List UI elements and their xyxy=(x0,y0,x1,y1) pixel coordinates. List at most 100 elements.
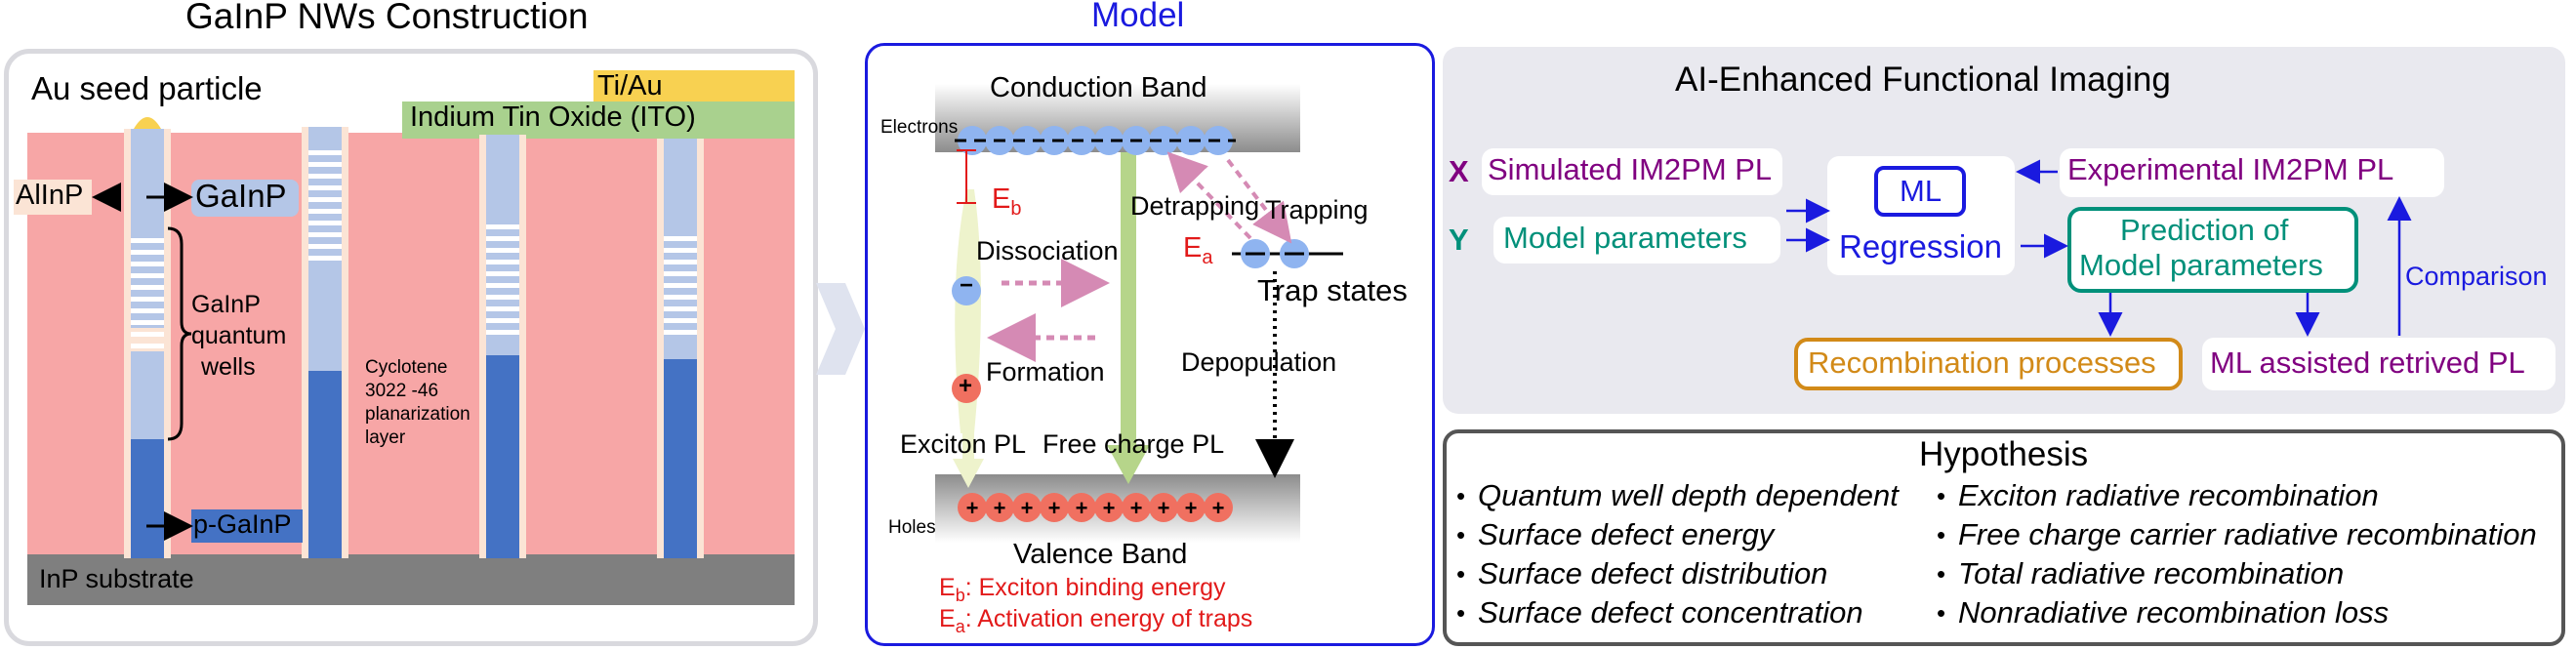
svg-text:+: + xyxy=(994,496,1006,520)
qw-label-line2: quantum xyxy=(191,322,287,349)
hyp-right-item: Total radiative recombination xyxy=(1937,556,2344,591)
gainp-label: GaInP xyxy=(195,178,287,214)
cyclotene-line1: Cyclotene xyxy=(365,357,448,378)
ml-assisted-box xyxy=(2202,338,2556,390)
ito-layer xyxy=(402,102,795,139)
svg-text:+: + xyxy=(1185,496,1198,520)
qw-label-line3: wells xyxy=(201,353,256,381)
cyclotene-line2: 3022 -46 xyxy=(365,381,439,401)
eb-legend: Eb: Exciton binding energy xyxy=(939,574,1226,606)
hyp-right-item: Free charge carrier radiative recombinat… xyxy=(1937,517,2537,552)
panel3-arrows xyxy=(1786,159,2412,337)
prediction-line2: Model parameters xyxy=(2079,248,2323,282)
eb-label: Eb xyxy=(992,183,1021,221)
flow-chevron-arrow xyxy=(816,283,865,375)
panel1-title: GaInP NWs Construction xyxy=(185,0,589,36)
ti-au-label: Ti/Au xyxy=(597,70,663,102)
ml-box xyxy=(1874,166,1966,217)
hyp-left-item: Surface defect energy xyxy=(1456,517,1774,552)
holes-row: + + + + + + + + + + xyxy=(958,493,1233,522)
qw-label-line1: GaInP xyxy=(191,291,261,318)
simulated-pl-label: Simulated IM2PM PL xyxy=(1488,152,1773,186)
free-charge-pl-label: Free charge PL xyxy=(1043,429,1225,459)
detrapping-label: Detrapping xyxy=(1130,191,1260,221)
prediction-line1: Prediction of xyxy=(2120,213,2289,247)
exciton-electron xyxy=(952,276,981,305)
cyclotene-line3: planarization xyxy=(365,404,470,425)
alinp-label: AlInP xyxy=(16,180,84,211)
svg-text:+: + xyxy=(966,496,979,520)
holes-label: Holes xyxy=(888,517,936,538)
electrons-label: Electrons xyxy=(880,117,959,138)
ea-sub: a xyxy=(1202,246,1213,268)
panel3-title: AI-Enhanced Functional Imaging xyxy=(1675,61,2171,99)
svg-text:+: + xyxy=(1076,496,1088,520)
trap-states-label: Trap states xyxy=(1257,273,1408,307)
eb-legend-main: E xyxy=(939,574,956,601)
free-charge-pl-arrow xyxy=(1107,152,1150,484)
nanowire-2 xyxy=(302,127,348,558)
eb-sub: b xyxy=(1010,197,1022,220)
cyclotene-line4: layer xyxy=(365,427,406,448)
svg-text:+: + xyxy=(1130,496,1143,520)
conduction-band-label: Conduction Band xyxy=(990,72,1207,103)
exciton-minus-sign: − xyxy=(960,272,974,299)
ea-legend-main: E xyxy=(939,605,956,632)
hyp-right-item: Nonradiative recombination loss xyxy=(1937,595,2389,630)
panel2-title: Model xyxy=(1091,0,1185,34)
panel4-title: Hypothesis xyxy=(1919,435,2089,473)
ml-label: ML xyxy=(1900,174,1942,208)
experimental-pl-label: Experimental IM2PM PL xyxy=(2067,152,2394,186)
comparison-label: Comparison xyxy=(2405,262,2548,291)
regression-label: Regression xyxy=(1839,228,2002,264)
ea-label: Ea xyxy=(1183,232,1212,269)
ea-main: E xyxy=(1183,232,1203,264)
recombination-box xyxy=(1794,338,2183,390)
p-gainp-label: p-GaInP xyxy=(193,509,292,539)
model-params-box xyxy=(1493,217,1780,264)
formation-label: Formation xyxy=(986,357,1105,386)
svg-text:+: + xyxy=(1158,496,1170,520)
exciton-column xyxy=(955,189,981,433)
svg-text:+: + xyxy=(1212,496,1225,520)
au-seed-label: Au seed particle xyxy=(31,70,263,106)
substrate-label: InP substrate xyxy=(39,564,194,593)
ea-legend-text: : Activation energy of traps xyxy=(964,605,1253,632)
ea-legend-sub: a xyxy=(955,617,965,636)
ml-assisted-label: ML assisted retrived PL xyxy=(2210,345,2525,380)
hyp-left-item: Surface defect distribution xyxy=(1456,556,1827,591)
exciton-pl-label: Exciton PL xyxy=(900,429,1027,459)
prediction-box xyxy=(2067,207,2358,293)
recombination-label: Recombination processes xyxy=(1808,345,2156,380)
gainp-label-bg xyxy=(191,180,299,217)
dissociation-label: Dissociation xyxy=(976,236,1119,265)
model-params-label: Model parameters xyxy=(1503,221,1747,255)
ea-legend: Ea: Activation energy of traps xyxy=(939,605,1252,637)
svg-text:+: + xyxy=(1021,496,1034,520)
experimental-pl-box xyxy=(2060,148,2444,197)
eb-main: E xyxy=(992,183,1011,215)
ti-au-layer xyxy=(593,70,795,102)
ito-label: Indium Tin Oxide (ITO) xyxy=(410,102,696,133)
alinp-label-bg xyxy=(14,180,92,215)
exciton-hole xyxy=(952,374,981,403)
p-gainp-label-bg xyxy=(191,509,303,543)
svg-text:+: + xyxy=(1048,496,1061,520)
valence-band-label: Valence Band xyxy=(1013,539,1188,570)
exciton-pl-arrow xyxy=(953,433,984,488)
nanowire-3 xyxy=(479,135,526,558)
x-label: X xyxy=(1449,154,1469,188)
hyp-right-item: Exciton radiative recombination xyxy=(1937,478,2379,513)
trapping-label: Trapping xyxy=(1265,195,1369,224)
nanowire-4 xyxy=(657,139,704,558)
simulated-pl-box xyxy=(1482,148,1782,195)
inp-substrate xyxy=(27,554,795,605)
panel1-arrows xyxy=(92,183,193,541)
hyp-left-item: Quantum well depth dependent xyxy=(1456,478,1899,513)
eb-legend-sub: b xyxy=(955,586,965,605)
y-label: Y xyxy=(1449,223,1469,257)
svg-text:+: + xyxy=(1103,496,1116,520)
electrons-row xyxy=(955,126,1236,155)
model-diagram: + + + + + + + + + + xyxy=(935,84,1343,543)
hyp-left-item: Surface defect concentration xyxy=(1456,595,1863,630)
